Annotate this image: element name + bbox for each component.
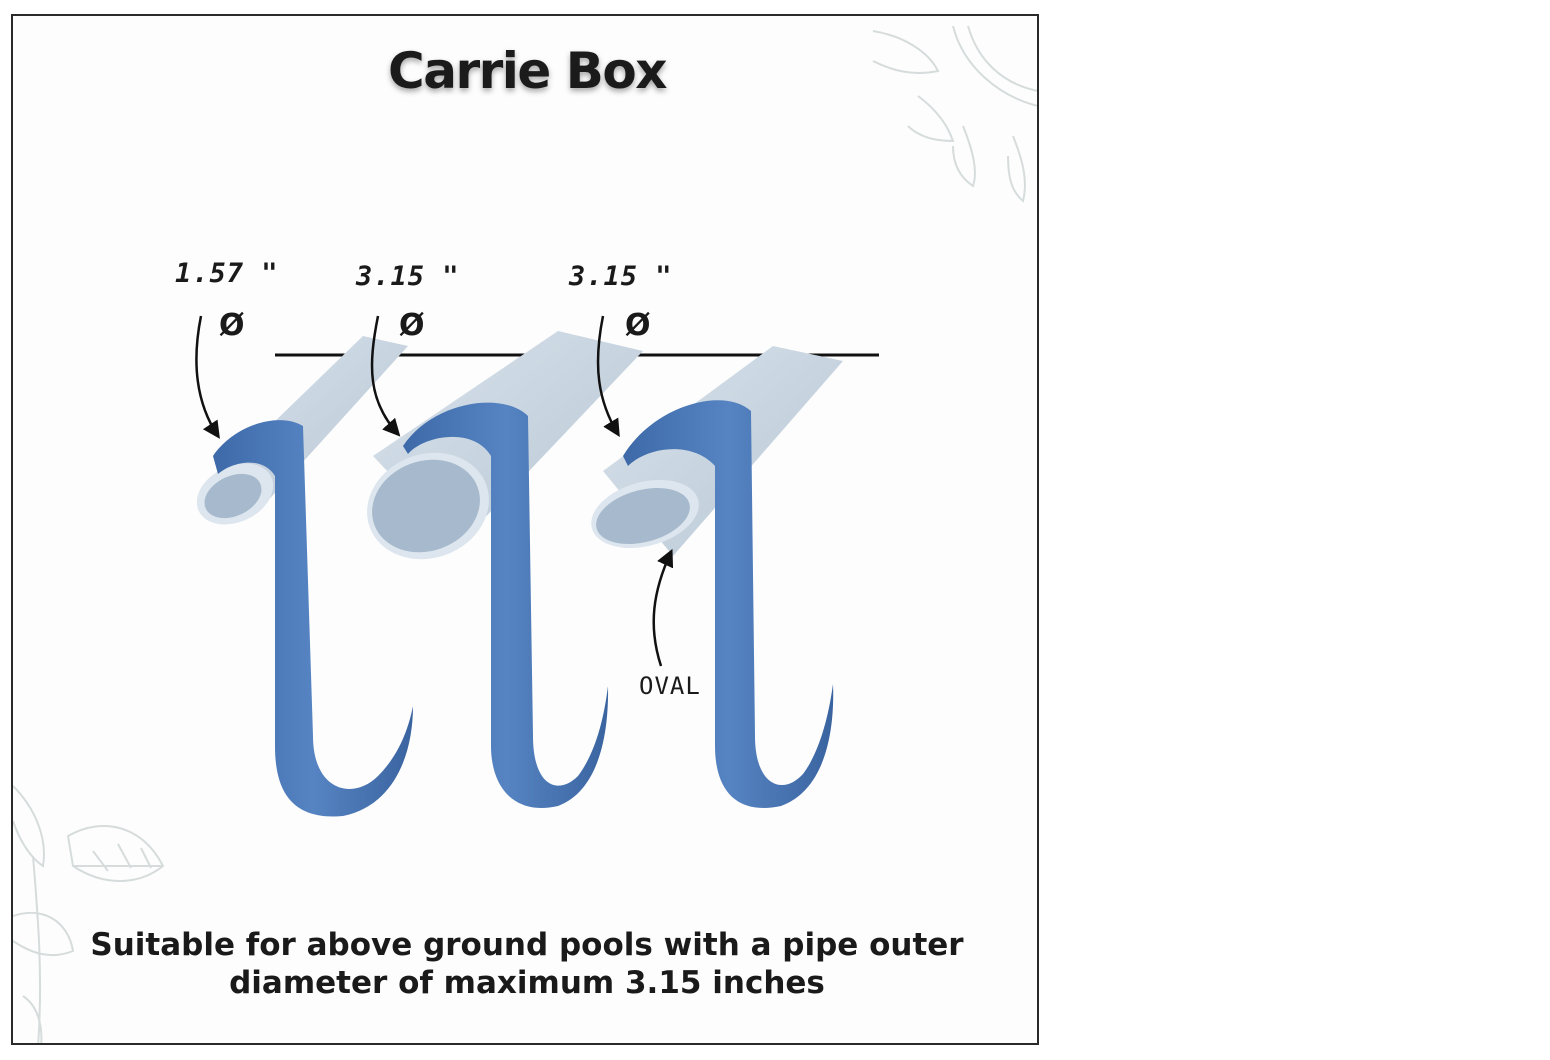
leaf-doodle-icon: [13, 785, 165, 1043]
diameter-symbol-oval: Ø: [625, 308, 651, 343]
dimension-label-oval: 3.15 ": [569, 261, 673, 292]
caption-line-2: diameter of maximum 3.15 inches: [229, 965, 825, 1001]
product-illustration: [13, 25, 1037, 1043]
product-image-frame: Carrie Box 1.57 " Ø 3.15 " Ø 3.15 " Ø OV…: [11, 14, 1039, 1045]
diameter-symbol-large: Ø: [399, 308, 425, 343]
hook-oval: [623, 400, 834, 808]
hook-large: [403, 402, 609, 808]
sun-doodle-icon: [872, 25, 1037, 203]
arrow-oval-bottom: [652, 548, 674, 667]
oval-label: OVAL: [639, 672, 701, 700]
dimension-label-large: 3.15 ": [356, 261, 460, 292]
dimension-label-small: 1.57 ": [175, 258, 279, 289]
caption-line-1: Suitable for above ground pools with a p…: [90, 927, 964, 963]
diameter-symbol-small: Ø: [219, 308, 245, 343]
arrow-large: [370, 315, 401, 437]
caption: Suitable for above ground pools with a p…: [13, 926, 1037, 1002]
arrow-small: [195, 315, 220, 439]
arrow-oval: [596, 315, 620, 437]
hook-small: [213, 420, 413, 817]
brand-logo: Carrie Box: [388, 42, 667, 100]
